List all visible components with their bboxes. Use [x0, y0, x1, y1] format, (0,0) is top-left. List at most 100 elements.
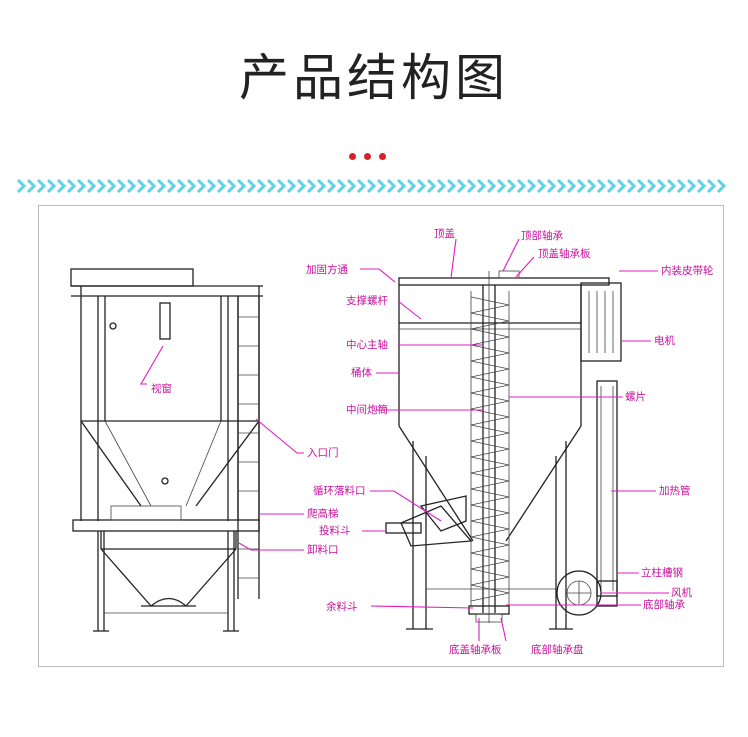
page-title: 产品结构图 — [239, 49, 509, 107]
label-motor: 电机 — [654, 334, 675, 347]
chevron — [296, 178, 307, 194]
chevron — [536, 178, 547, 194]
dot — [379, 153, 386, 160]
chevron — [116, 178, 127, 194]
chevron — [16, 178, 27, 194]
chevron — [566, 178, 577, 194]
chevron — [26, 178, 37, 194]
chevron — [266, 178, 277, 194]
chevron — [406, 178, 417, 194]
chevron — [176, 178, 187, 194]
label-screw-blade: 螺片 — [625, 390, 646, 403]
label-bottom-bearing: 底部轴承 — [643, 598, 685, 611]
chevron — [696, 178, 707, 194]
chevron — [526, 178, 537, 194]
chevron — [256, 178, 267, 194]
chevron — [76, 178, 87, 194]
chevron — [686, 178, 697, 194]
chevron — [496, 178, 507, 194]
label-top-bearing-plate: 顶盖轴承板 — [538, 247, 591, 260]
chevron — [276, 178, 287, 194]
chevron — [146, 178, 157, 194]
chevron — [556, 178, 567, 194]
chevron — [486, 178, 497, 194]
chevron — [96, 178, 107, 194]
left-leaders — [140, 345, 304, 551]
label-top-bearing: 顶部轴承 — [521, 229, 563, 242]
label-bottom-bearing-disc: 底部轴承盘 — [531, 643, 584, 656]
label-feed-hopper: 投料斗 — [319, 524, 351, 537]
chevron — [396, 178, 407, 194]
chevron — [246, 178, 257, 194]
label-fan: 风机 — [671, 586, 692, 599]
chevron — [506, 178, 517, 194]
label-sight-glass: 视窗 — [151, 382, 172, 395]
chevron — [606, 178, 617, 194]
chevron — [516, 178, 527, 194]
chevron — [716, 178, 727, 194]
chevron — [156, 178, 167, 194]
chevron — [326, 178, 337, 194]
label-heating-tube: 加热管 — [659, 484, 691, 497]
chevron — [456, 178, 467, 194]
left-machine — [70, 268, 263, 632]
label-residue-hopper: 余料斗 — [326, 600, 358, 613]
label-feed-outlet: 循环落料口 — [313, 484, 366, 497]
label-column-steel: 立柱槽钢 — [641, 566, 683, 579]
chevron — [356, 178, 367, 194]
chevron — [476, 178, 487, 194]
chevron — [446, 178, 457, 194]
chevron — [586, 178, 597, 194]
chevron — [336, 178, 347, 194]
chevron — [386, 178, 397, 194]
label-square-pipe: 加固方通 — [306, 263, 348, 276]
chevron — [366, 178, 377, 194]
chevron — [616, 178, 627, 194]
chevron — [196, 178, 207, 194]
chevron — [576, 178, 587, 194]
chevron — [216, 178, 227, 194]
dot — [349, 153, 356, 160]
chevron — [126, 178, 137, 194]
chevron — [46, 178, 57, 194]
label-top-cover: 顶盖 — [434, 227, 455, 240]
label-ladder: 爬高梯 — [307, 507, 339, 520]
chevron — [426, 178, 437, 194]
chevron — [706, 178, 717, 194]
chevron — [436, 178, 447, 194]
label-middle-tube: 中间炮筒 — [346, 403, 388, 416]
label-center-shaft: 中心主轴 — [346, 338, 388, 351]
chevron — [376, 178, 387, 194]
label-bottom-cover-plate: 底盖轴承板 — [449, 643, 502, 656]
label-belt-pulley: 内装皮带轮 — [661, 264, 714, 277]
right-machine — [385, 270, 622, 630]
chevron — [306, 178, 317, 194]
chevron — [666, 178, 677, 194]
label-support-rod: 支撑螺杆 — [346, 294, 388, 307]
chevron — [236, 178, 247, 194]
chevron — [316, 178, 327, 194]
chevron — [286, 178, 297, 194]
label-discharge: 卸料口 — [307, 543, 339, 556]
dot — [364, 153, 371, 160]
chevron — [166, 178, 177, 194]
chevron — [136, 178, 147, 194]
diagram-canvas: 视窗 入口门 爬高梯 卸料口 — [70, 227, 714, 656]
chevron — [186, 178, 197, 194]
chevron — [466, 178, 477, 194]
chevron — [646, 178, 657, 194]
chevron — [546, 178, 557, 194]
label-access-door: 入口门 — [307, 446, 339, 459]
chevron — [676, 178, 687, 194]
chevron — [346, 178, 357, 194]
structure-diagram: 视窗 入口门 爬高梯 卸料口 — [38, 205, 724, 667]
chevron — [36, 178, 47, 194]
chevron — [416, 178, 427, 194]
chevron — [626, 178, 637, 194]
right-leaders — [360, 238, 669, 642]
chevron — [106, 178, 117, 194]
chevron — [86, 178, 97, 194]
label-barrel: 桶体 — [351, 366, 372, 379]
chevron-divider — [16, 178, 727, 194]
chevron — [226, 178, 237, 194]
